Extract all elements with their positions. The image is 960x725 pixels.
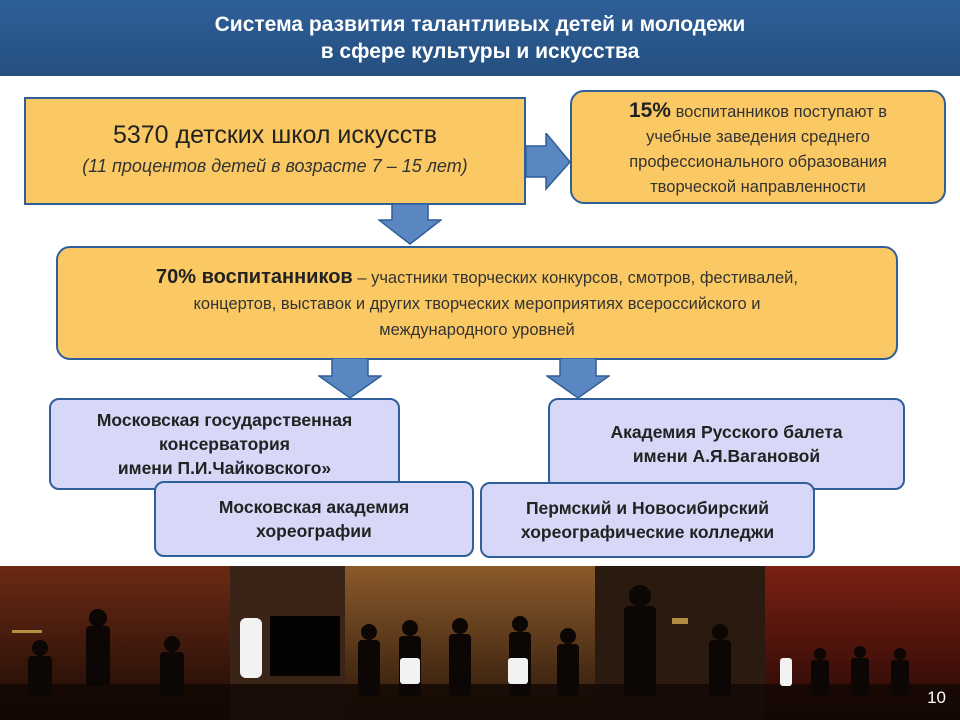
art-schools-box: 5370 детских школ искусств (11 процентов… — [24, 97, 526, 205]
admission-percent: 15% — [628, 99, 671, 122]
ballet-academy-line-2: имени А.Я.Вагановой — [632, 446, 821, 466]
admission-line-3: профессионального образования — [629, 153, 887, 171]
choreography-colleges-box: Пермский и Новосибирский хореографически… — [480, 482, 815, 558]
choreography-colleges-line-1: Пермский и Новосибирский — [525, 498, 770, 518]
right-arrow-icon — [526, 133, 571, 191]
concert-photo-strip: 10 — [0, 566, 960, 720]
concert-photo-image — [0, 566, 960, 720]
choreography-academy-line-1: Московская академия — [218, 497, 410, 517]
slide-header: Система развития талантливых детей и мол… — [0, 0, 960, 76]
choreography-academy-line-2: хореографии — [256, 521, 372, 541]
admission-text-1: воспитанников поступают в — [670, 103, 888, 121]
admission-line-1: 15% воспитанников поступают в — [572, 98, 944, 125]
choreography-colleges-line-2: хореографические колледжи — [520, 522, 775, 542]
ballet-academy-box: Академия Русского балета имени А.Я.Ваган… — [548, 398, 905, 490]
admission-line-2: учебные заведения среднего — [646, 128, 870, 146]
participants-line-3: международного уровней — [379, 321, 575, 339]
participants-70-percent-box: 70% воспитанников – участники творческих… — [56, 246, 898, 360]
choreography-academy-box: Московская академия хореографии — [154, 481, 474, 557]
participants-line-1: 70% воспитанников – участники творческих… — [98, 264, 856, 291]
slide-title-line-1: Система развития талантливых детей и мол… — [214, 13, 746, 36]
participants-lead: 70% воспитанников — [156, 266, 353, 288]
conservatory-line-1: Московская государственная — [96, 410, 353, 430]
art-schools-subtitle: (11 процентов детей в возрасте 7 – 15 ле… — [82, 156, 468, 176]
art-schools-title: 5370 детских школ искусств — [112, 121, 438, 149]
participants-text-1: – участники творческих конкурсов, смотро… — [352, 269, 798, 287]
participants-line-2: концертов, выставок и других творческих … — [193, 295, 761, 313]
down-arrow-left-icon — [318, 358, 382, 399]
admission-15-percent-box: 15% воспитанников поступают в учебные за… — [570, 90, 946, 204]
conservatory-line-2: консерватория — [159, 434, 290, 454]
conservatory-line-3: имени П.И.Чайковского» — [117, 458, 332, 478]
down-arrow-right-icon — [546, 358, 610, 399]
ballet-academy-line-1: Академия Русского балета — [610, 422, 843, 442]
admission-line-4: творческой направленности — [650, 178, 866, 196]
down-arrow-icon — [378, 204, 442, 245]
page-number: 10 — [927, 688, 946, 707]
conservatory-box: Московская государственная консерватория… — [49, 398, 400, 490]
slide-title-line-2: в сфере культуры и искусства — [320, 40, 640, 63]
